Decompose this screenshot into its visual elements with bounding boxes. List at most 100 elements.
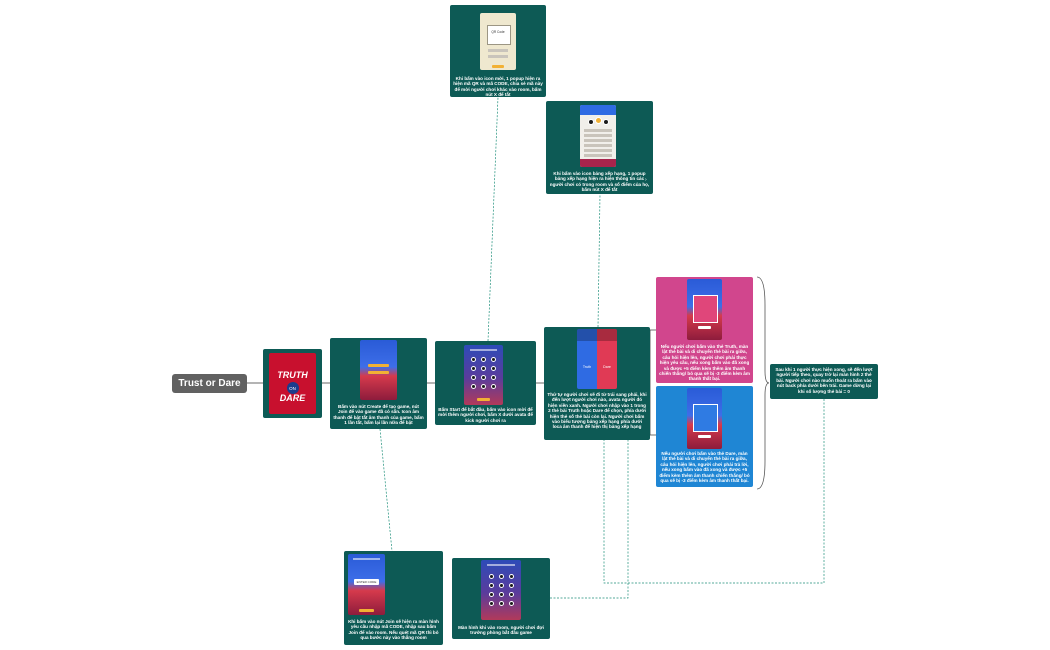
waiting-title-line	[487, 564, 515, 566]
node-cover[interactable]: TRUTH ON DARE	[263, 349, 322, 418]
turn-header	[577, 329, 617, 341]
link-turn-ranking	[597, 193, 601, 328]
player-avatar	[491, 357, 496, 362]
node-ranking[interactable]: Khi bấm vào icon bảng xếp hạng, 1 popup …	[546, 101, 653, 194]
start-button-shape	[477, 398, 490, 401]
code-row	[488, 55, 508, 58]
invite-caption: Khi bấm vào icon mời, 1 popup hiện ra hi…	[453, 76, 543, 98]
cover-screenshot: TRUTH ON DARE	[269, 353, 316, 414]
link-next-turn	[603, 399, 825, 584]
node-start[interactable]: Bấm Start để bắt đầu, bấm vào icon mời đ…	[435, 341, 536, 425]
link-create-join	[379, 428, 393, 552]
lobby-title-line	[470, 349, 497, 351]
node-waiting[interactable]: Màn hình khi vào room, người chơi đợi tr…	[452, 558, 550, 639]
player-avatar	[489, 583, 494, 588]
ranking-header	[580, 105, 616, 115]
player-avatar	[499, 583, 504, 588]
player-avatar	[499, 592, 504, 597]
node-dare[interactable]: Nếu người chơi bấm vào thẻ Dare, màn lật…	[656, 386, 753, 487]
ranking-footer	[580, 159, 616, 167]
dare-question-card	[693, 404, 718, 432]
player-avatar	[499, 601, 504, 606]
collapse-icon[interactable]: ›	[645, 177, 647, 183]
player-avatar	[481, 375, 486, 380]
summary-brace	[756, 276, 770, 490]
player-avatar	[509, 574, 514, 579]
player-avatar	[491, 375, 496, 380]
done-button-shape	[698, 435, 711, 438]
code-label: ENTER CODE	[356, 580, 377, 584]
player-avatar	[471, 384, 476, 389]
root-label: Trust or Dare	[178, 378, 241, 389]
turn-screenshot: Truth Dare	[577, 329, 617, 389]
node-join[interactable]: ENTER CODE Khi bấm vào nút Join sẽ hiện …	[344, 551, 443, 645]
qr-label: QR Code	[491, 30, 505, 34]
ranking-row	[584, 139, 612, 142]
player-avatar	[509, 583, 514, 588]
truth-card-label: Truth	[582, 365, 592, 369]
ranking-row	[584, 144, 612, 147]
truth-question-card	[693, 295, 718, 323]
ranking-caption: Khi bấm vào icon bảng xếp hạng, 1 popup …	[549, 171, 650, 193]
top-player-avatar	[588, 119, 594, 125]
done-button-shape	[698, 326, 711, 329]
create-caption: Bấm vào nút Create để tạo game, nút Join…	[333, 404, 424, 426]
qr-code-box	[487, 25, 511, 45]
close-button-shape	[492, 65, 504, 68]
player-avatar	[489, 601, 494, 606]
join-caption: Khi bấm vào nút Join sẽ hiện ra màn hình…	[348, 619, 439, 641]
waiting-caption: Màn hình khi vào room, người chơi đợi tr…	[458, 625, 544, 636]
invite-screenshot: QR Code	[480, 13, 516, 70]
join-title-line	[353, 558, 380, 560]
player-avatar	[481, 366, 486, 371]
link-start-invite	[487, 96, 499, 342]
node-truth[interactable]: Nếu người chơi bấm vào thẻ Truth, màn lậ…	[656, 277, 753, 383]
player-avatar	[481, 357, 486, 362]
link-waiting-turn	[550, 440, 629, 599]
node-turn[interactable]: Truth Dare Thứ tự người chơi sẽ đi từ tr…	[544, 327, 650, 440]
node-next[interactable]: Sau khi 1 người thực hiện xong, sẽ đến l…	[770, 364, 878, 399]
node-invite[interactable]: QR Code Khi bấm vào icon mời, 1 popup hi…	[450, 5, 546, 97]
code-input-shape	[354, 579, 379, 585]
join-screenshot: ENTER CODE	[348, 554, 385, 615]
player-avatar	[509, 592, 514, 597]
join-button-shape	[359, 609, 374, 612]
player-avatar	[481, 384, 486, 389]
player-avatar	[499, 574, 504, 579]
truth-caption: Nếu người chơi bấm vào thẻ Truth, màn lậ…	[659, 344, 750, 382]
turn-caption: Thứ tự người chơi sẽ đi từ trái sang phả…	[547, 392, 647, 430]
node-create-join[interactable]: Bấm vào nút Create để tạo game, nút Join…	[330, 338, 427, 429]
waiting-screenshot	[481, 560, 521, 620]
player-avatar	[471, 357, 476, 362]
start-caption: Bấm Start để bắt đầu, bấm vào icon mời đ…	[438, 407, 533, 423]
collapse-icon[interactable]: ›	[870, 378, 872, 384]
ranking-row	[584, 149, 612, 152]
ranking-row	[584, 134, 612, 137]
player-avatar	[491, 384, 496, 389]
ranking-row	[584, 154, 612, 157]
link-turn-branch	[649, 329, 656, 436]
dare-caption: Nếu người chơi bấm vào thẻ Dare, màn lật…	[659, 451, 750, 484]
truth-screenshot	[687, 279, 722, 340]
join-button-shape	[368, 371, 389, 374]
player-avatar	[491, 366, 496, 371]
top-player-avatar	[603, 119, 609, 125]
next-caption: Sau khi 1 người thực hiện xong, sẽ đến l…	[775, 367, 873, 394]
dare-card-label: Dare	[603, 365, 611, 369]
player-avatar	[489, 592, 494, 597]
root-topic[interactable]: Trust or Dare	[172, 374, 247, 393]
home-screenshot	[360, 340, 397, 400]
player-avatar	[471, 375, 476, 380]
code-row	[488, 49, 508, 52]
ranking-screenshot	[580, 105, 616, 167]
player-avatar	[489, 574, 494, 579]
dare-screenshot	[687, 388, 722, 449]
ranking-row	[584, 129, 612, 132]
cover-title-on: ON	[286, 382, 299, 394]
player-avatar	[509, 601, 514, 606]
cover-title-bottom: DARE	[279, 393, 306, 403]
lobby-screenshot	[464, 345, 503, 405]
player-avatar	[471, 366, 476, 371]
create-button-shape	[368, 364, 389, 367]
